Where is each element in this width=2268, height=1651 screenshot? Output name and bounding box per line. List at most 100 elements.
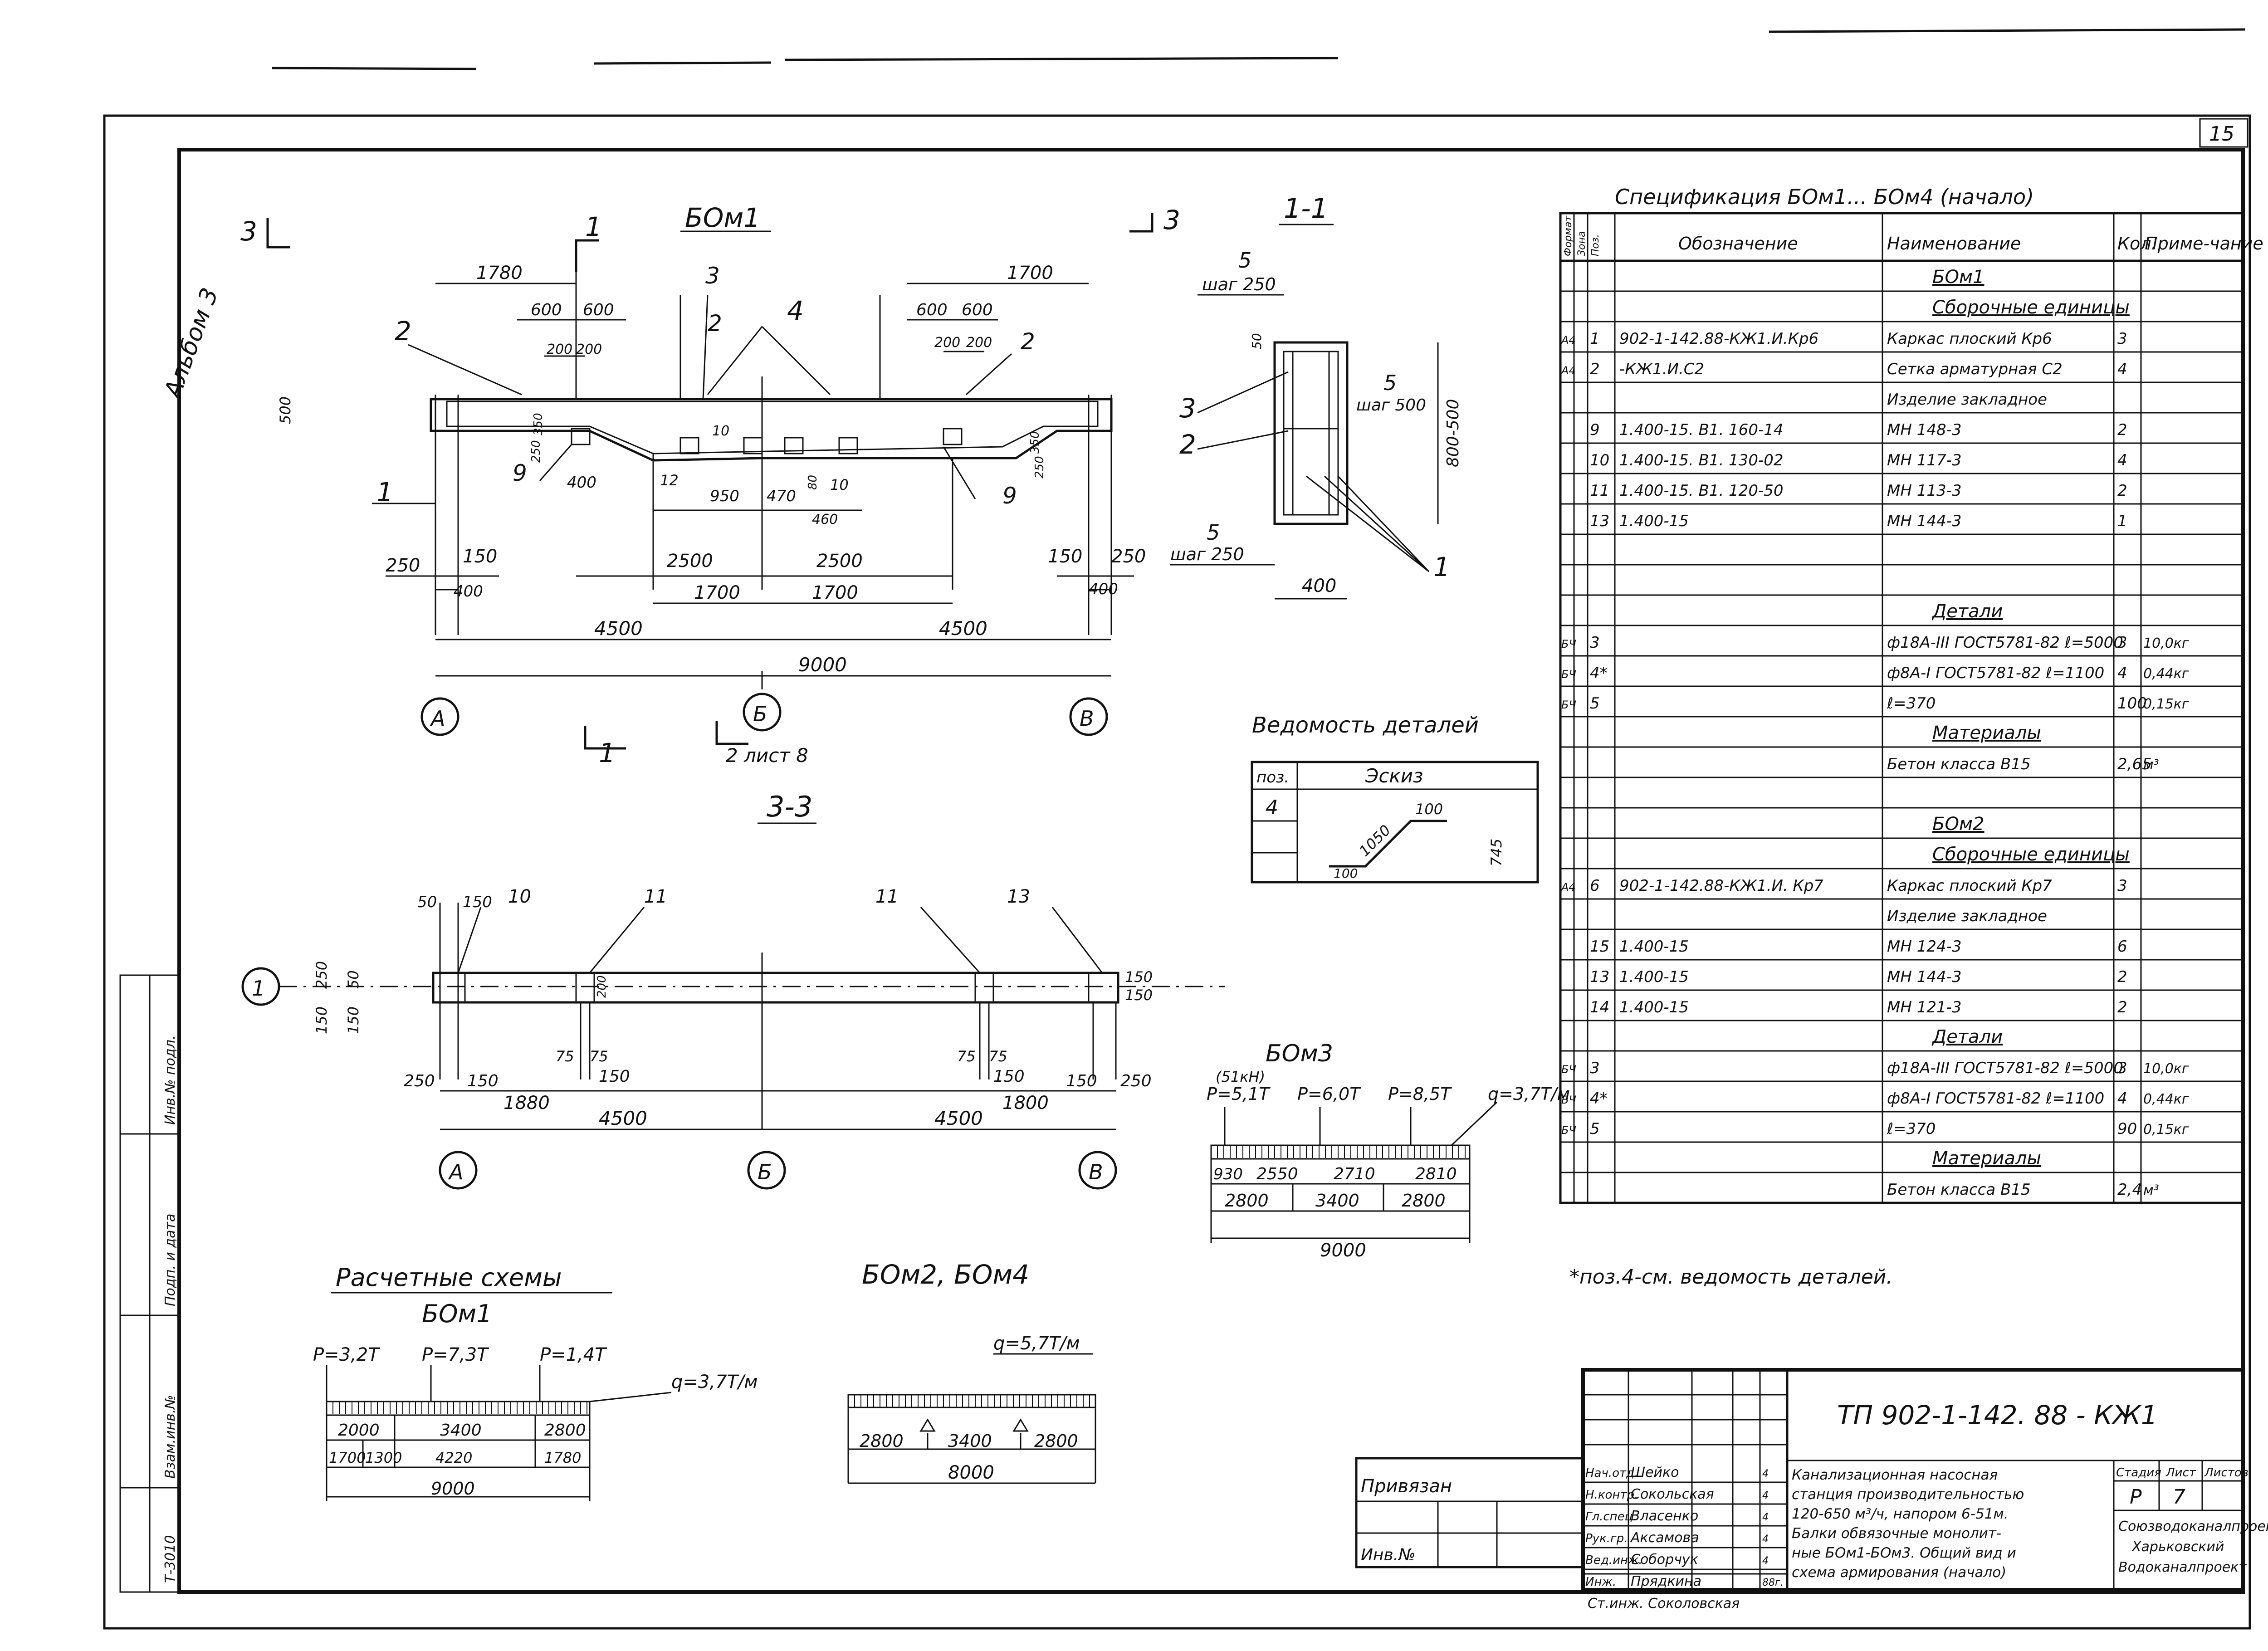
bom3-q: q=3,7Т/м: [1488, 1084, 1570, 1104]
spec-row-16-n: Бетон класса В15: [1887, 755, 2031, 773]
spec-row-14-n: ℓ=370: [1887, 694, 1936, 713]
spec-row-28-p: 5: [1590, 1120, 1600, 1138]
s33-200: 200: [595, 975, 609, 998]
spec-header-6: Приме-чание: [2145, 234, 2263, 254]
s11-pos1: 1: [1433, 552, 1450, 582]
dim-250-d: 250: [1111, 546, 1146, 567]
s33-pos11-b: 11: [875, 886, 899, 907]
spec-row-28-k: 90: [2117, 1120, 2137, 1138]
side-label-9: Инв.№ подл.: [162, 1036, 178, 1125]
s33-75-a: 75: [556, 1048, 574, 1065]
s33-4500-b: 4500: [934, 1107, 983, 1129]
stamp-name-3: Аксамова: [1630, 1530, 1699, 1546]
sheet-number-box: [2199, 118, 2248, 148]
dim-600-a: 600: [531, 301, 562, 319]
vedomost-col-pos: поз.: [1256, 768, 1289, 786]
spec-row-30-k: 2,4: [2117, 1181, 2142, 1199]
spec-row-13-p: 4*: [1590, 664, 1608, 682]
bom3-930: 930: [1213, 1165, 1243, 1183]
stamp-stage: Р: [2130, 1485, 2142, 1509]
stamp-name-5: Прядкина: [1631, 1573, 1701, 1589]
dim-1700-a: 1700: [694, 582, 740, 603]
spec-row-23-k: 2: [2117, 968, 2127, 986]
s33-150-top: 150: [463, 893, 492, 911]
spec-row-3-k: 4: [2117, 360, 2127, 378]
spec-row-5-n: МН 148-3: [1887, 421, 1962, 439]
s33-axis-A: А: [448, 1160, 463, 1184]
spec-row-28-r: 0,15кг: [2143, 1122, 2189, 1138]
spec-row-16-k: 2,65: [2117, 755, 2152, 773]
spec-row-13-n: ф8А-I ГОСТ5781-82 ℓ=1100: [1887, 664, 2104, 682]
album-label: Альбом 3: [159, 284, 224, 402]
spec-row-2-n: Каркас плоский Кр6: [1887, 330, 2052, 348]
spec-row-27-k: 4: [2117, 1089, 2127, 1108]
stamp-date-3: 4: [1762, 1534, 1769, 1545]
s33-250: 250: [313, 961, 330, 989]
stamp-sheets-h: Листов: [2204, 1466, 2248, 1480]
scheme-bom3: БОм3 (51кН) Р=5,1Т Р=6,0Т Р=8,5Т q=3,7Т/…: [1207, 1040, 1570, 1261]
stamp-date-4: 4: [1762, 1555, 1769, 1567]
dim-2500-b: 2500: [816, 551, 863, 572]
bom24-2800-b: 2800: [1034, 1431, 1078, 1451]
calc-1780: 1780: [544, 1449, 581, 1466]
bom3-p2: Р=6,0Т: [1297, 1084, 1361, 1104]
stamp-bottom: Ст.инж. Соколовская: [1588, 1596, 1740, 1612]
dim-200-b: 200: [576, 342, 602, 357]
spec-row-23-d: 1.400-15: [1619, 968, 1689, 986]
calc-3400: 3400: [440, 1421, 482, 1440]
spec-row-26-n: ф18А-III ГОСТ5781-82 ℓ=5000: [1887, 1059, 2123, 1077]
pos-3: 3: [705, 263, 720, 289]
spec-row-22-d: 1.400-15: [1619, 938, 1689, 956]
spec-row-24-n: МН 121-3: [1887, 998, 1962, 1016]
axis-B: Б: [753, 702, 767, 726]
spec-row-26-k: 3: [2117, 1059, 2127, 1077]
s33-150-l2: 150: [345, 1006, 362, 1034]
dim-250-c: 250: [386, 555, 420, 576]
s11-step250-bottom: шаг 250: [1170, 544, 1244, 564]
spec-row-7-d: 1.400-15. В1. 120-50: [1619, 482, 1783, 500]
spec-row-23-n: МН 144-3: [1887, 968, 1962, 986]
s33-150-l1: 150: [313, 1006, 330, 1034]
spec-row-5-p: 9: [1590, 421, 1600, 439]
dim-1780: 1780: [476, 263, 523, 283]
dim-350-b: 350: [1028, 431, 1042, 454]
dim-9000: 9000: [798, 654, 847, 676]
pos-1: 1: [376, 477, 393, 508]
spec-row-1-n: Сборочные единицы: [1932, 297, 2130, 318]
dim-4500-b: 4500: [939, 617, 987, 640]
spec-row-6-p: 10: [1590, 451, 1609, 469]
side-label-0: Т-3010: [162, 1535, 178, 1583]
pos-2-mid: 2: [708, 310, 722, 337]
stamp-desc-0: Канализационная насосная: [1792, 1467, 1998, 1483]
dim-150-a: 150: [463, 546, 497, 567]
s33-pos13: 13: [1007, 886, 1030, 907]
stamp-role-3: Рук.гр.: [1585, 1532, 1628, 1545]
dim-600-d: 600: [962, 301, 993, 319]
stamp-name-2: Власенко: [1631, 1508, 1698, 1524]
s33-1800: 1800: [1002, 1093, 1049, 1114]
spec-row-22-p: 15: [1590, 938, 1609, 956]
bom3-2810: 2810: [1415, 1165, 1457, 1183]
s33-axis-V: В: [1089, 1160, 1103, 1184]
stamp-privyazan: Привязан: [1361, 1476, 1452, 1497]
s11-pos2: 2: [1179, 429, 1196, 460]
section-mark-3-left: 3: [240, 216, 257, 247]
spec-header-5: Кол.: [2117, 234, 2157, 254]
spec-row-8-k: 1: [2117, 512, 2127, 530]
s33-pos10: 10: [508, 886, 531, 907]
spec-row-23-p: 13: [1590, 968, 1609, 986]
axis-A: А: [430, 706, 445, 731]
bom3-p3: Р=8,5Т: [1388, 1084, 1452, 1104]
stamp-sheet: 7: [2173, 1485, 2185, 1509]
spec-header-4: Наименование: [1887, 234, 2021, 254]
spec-row-27-n: ф8А-I ГОСТ5781-82 ℓ=1100: [1887, 1089, 2104, 1108]
spec-row-26-r: 10,0кг: [2143, 1061, 2189, 1077]
s33-250-b: 250: [404, 1072, 435, 1090]
bom3-9000: 9000: [1320, 1240, 1366, 1261]
sketch-100-a: 100: [1415, 801, 1443, 818]
spec-row-8-d: 1.400-15: [1619, 512, 1689, 530]
spec-row-3-n: Сетка арматурная С2: [1887, 360, 2063, 378]
s33-75-b: 75: [590, 1048, 608, 1065]
stamp-desc-1: станция производительностью: [1792, 1486, 2024, 1503]
spec-row-24-d: 1.400-15: [1619, 998, 1689, 1016]
